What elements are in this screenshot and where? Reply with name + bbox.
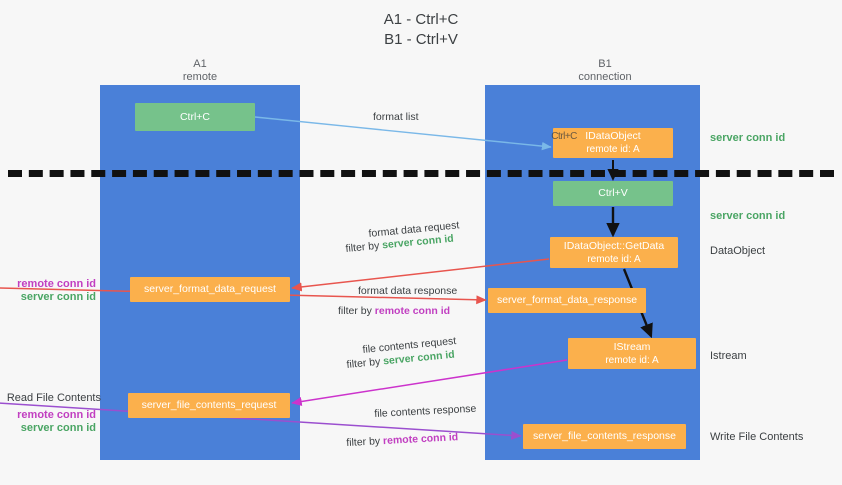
- edge-label-file-contents-response: file contents response: [374, 402, 477, 420]
- node-server-format-data-request[interactable]: server_format_data_request: [130, 277, 290, 302]
- edge-label-format-data-response-filter: filter by remote conn id: [338, 305, 450, 317]
- node-ctrl-c[interactable]: Ctrl+C: [135, 103, 255, 131]
- annotation-server-conn-id-top: server conn id: [710, 132, 786, 144]
- edge-label-file-contents-response-filter: filter by remote conn id: [346, 431, 459, 449]
- filter-prefix: filter by: [338, 305, 375, 317]
- diagram-title: A1 - Ctrl+C B1 - Ctrl+V: [0, 10, 842, 50]
- node-server-format-data-response[interactable]: server_format_data_response: [488, 288, 646, 313]
- annotation-server-conn-id-mid: server conn id: [710, 210, 786, 222]
- phase-divider: [8, 170, 834, 177]
- column-header-b1: B1 connection: [545, 58, 665, 84]
- title-line-1: A1 - Ctrl+C: [383, 11, 459, 28]
- annotation-read-file-contents: Read File Contents: [6, 392, 101, 404]
- annotation-conn-id-group-1: remote conn id server conn id: [0, 278, 96, 304]
- node-idataobject-ghost-label: Ctrl+C: [551, 131, 577, 142]
- edge-label-format-list: format list: [373, 111, 419, 123]
- filter-prefix: filter by: [346, 435, 384, 449]
- filter-prefix: filter by: [345, 239, 383, 255]
- node-ctrl-c-label: Ctrl+C: [179, 110, 211, 123]
- node-server-file-contents-response-label: server_file_contents_response: [532, 430, 676, 442]
- node-server-format-data-request-label: server_format_data_request: [144, 283, 276, 295]
- annotation-server-conn-id-2: server conn id: [20, 422, 96, 434]
- node-server-file-contents-request-label: server_file_contents_request: [141, 399, 277, 411]
- annotation-write-file-contents: Write File Contents: [710, 431, 804, 443]
- node-getdata-title: IDataObject::GetData: [563, 239, 665, 252]
- node-ctrl-v[interactable]: Ctrl+V: [553, 181, 673, 206]
- node-istream-sub: remote id: A: [605, 354, 659, 366]
- column-header-b1-sub: connection: [578, 71, 632, 83]
- filter-tag-remote-conn-id: remote conn id: [382, 431, 459, 448]
- node-server-file-contents-response[interactable]: server_file_contents_response: [523, 424, 686, 449]
- column-header-a1: A1 remote: [140, 58, 260, 84]
- node-server-format-data-response-label: server_format_data_response: [496, 294, 638, 306]
- column-header-b1-name: B1: [598, 58, 612, 70]
- filter-prefix: filter by: [346, 355, 384, 371]
- node-ctrl-v-label: Ctrl+V: [598, 187, 628, 199]
- annotation-istream: Istream: [710, 350, 747, 362]
- node-idataobject-title-label: IDataObject: [585, 130, 641, 142]
- title-line-2: B1 - Ctrl+V: [384, 31, 458, 48]
- node-idataobject[interactable]: Ctrl+C IDataObject remote id: A: [551, 128, 673, 158]
- node-idataobject-sub: remote id: A: [586, 144, 640, 155]
- node-idataobject-title: Ctrl+C IDataObject: [551, 130, 641, 143]
- edge-label-format-data-response: format data response: [358, 285, 458, 297]
- node-istream-title: IStream: [613, 340, 651, 353]
- node-getdata-sub: remote id: A: [587, 253, 641, 265]
- annotation-remote-conn-id-2: remote conn id: [17, 409, 96, 421]
- node-server-file-contents-request[interactable]: server_file_contents_request: [128, 393, 290, 418]
- filter-tag-remote-conn-id: remote conn id: [374, 305, 451, 317]
- node-istream[interactable]: IStream remote id: A: [568, 338, 696, 369]
- annotation-remote-conn-id-1: remote conn id: [17, 278, 96, 290]
- annotation-server-conn-id-1: server conn id: [20, 291, 96, 303]
- column-header-a1-name: A1: [193, 58, 207, 70]
- column-header-a1-sub: remote: [182, 71, 218, 83]
- annotation-dataobject: DataObject: [710, 245, 766, 257]
- node-idataobject-getdata[interactable]: IDataObject::GetData remote id: A: [550, 237, 678, 268]
- annotation-conn-id-group-2: remote conn id server conn id: [0, 409, 96, 435]
